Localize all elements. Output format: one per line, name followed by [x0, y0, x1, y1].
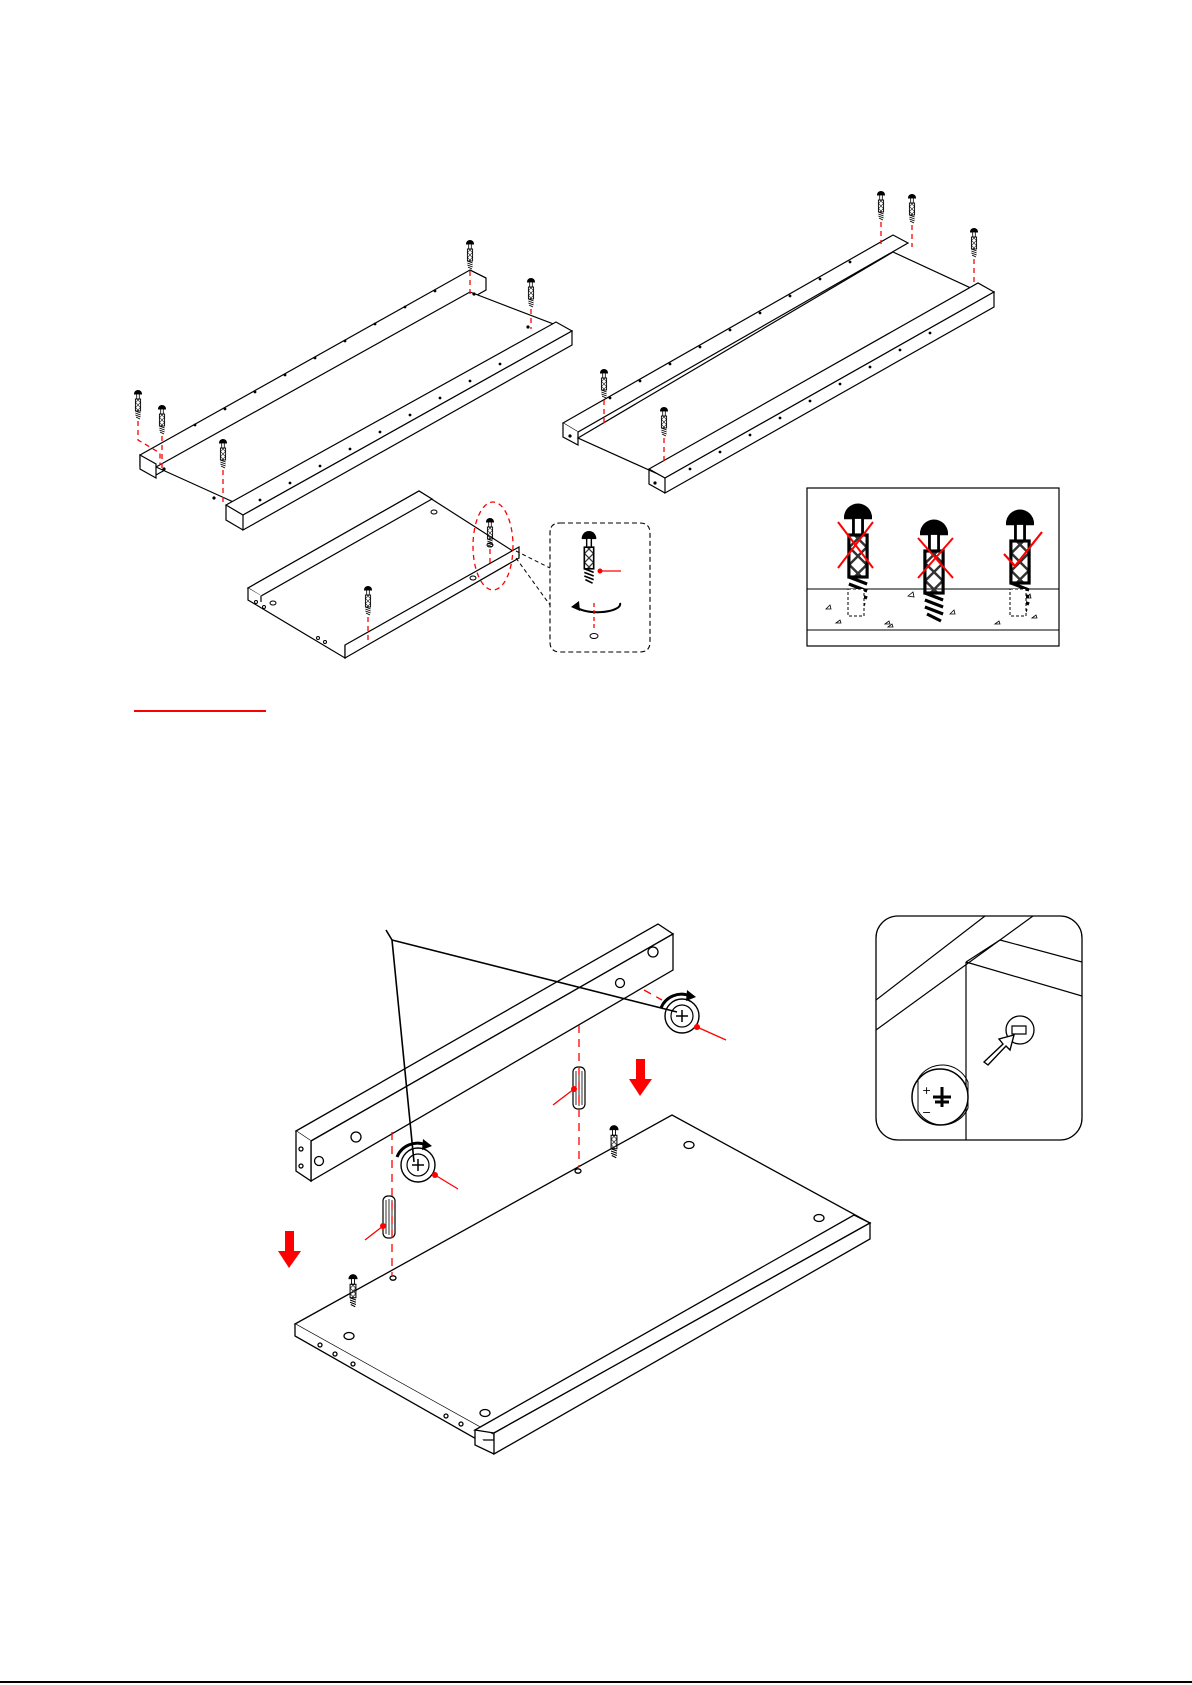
bottom-panel — [295, 1115, 870, 1454]
cam-lock-dowel-assembly — [278, 924, 870, 1454]
cam-bolt-icon — [527, 278, 535, 307]
cam-lock-orientation-detail: + − — [876, 916, 1082, 1140]
cam-bolt-icon — [600, 369, 608, 398]
wood-dowel-icon — [383, 1196, 395, 1238]
cam-lock-icon — [661, 990, 699, 1033]
cam-bolt-icon — [877, 191, 885, 220]
down-arrow-icon — [278, 1231, 301, 1268]
cam-bolt-icon — [158, 405, 166, 434]
cam-bolt-icon — [908, 194, 916, 223]
cam-bolt-icon — [970, 228, 978, 257]
svg-text:−: − — [922, 1106, 931, 1119]
cam-bolt-icon — [134, 390, 142, 419]
svg-text:+: + — [922, 1084, 931, 1097]
right-rail-frame — [563, 235, 994, 493]
cam-bolt-icon — [466, 240, 474, 269]
depth-check-box — [807, 488, 1059, 646]
left-rail-frame — [140, 270, 572, 530]
cam-lock-icon — [397, 1139, 435, 1182]
down-arrow-icon — [629, 1059, 652, 1096]
bolt-zoom-detail — [516, 523, 650, 652]
